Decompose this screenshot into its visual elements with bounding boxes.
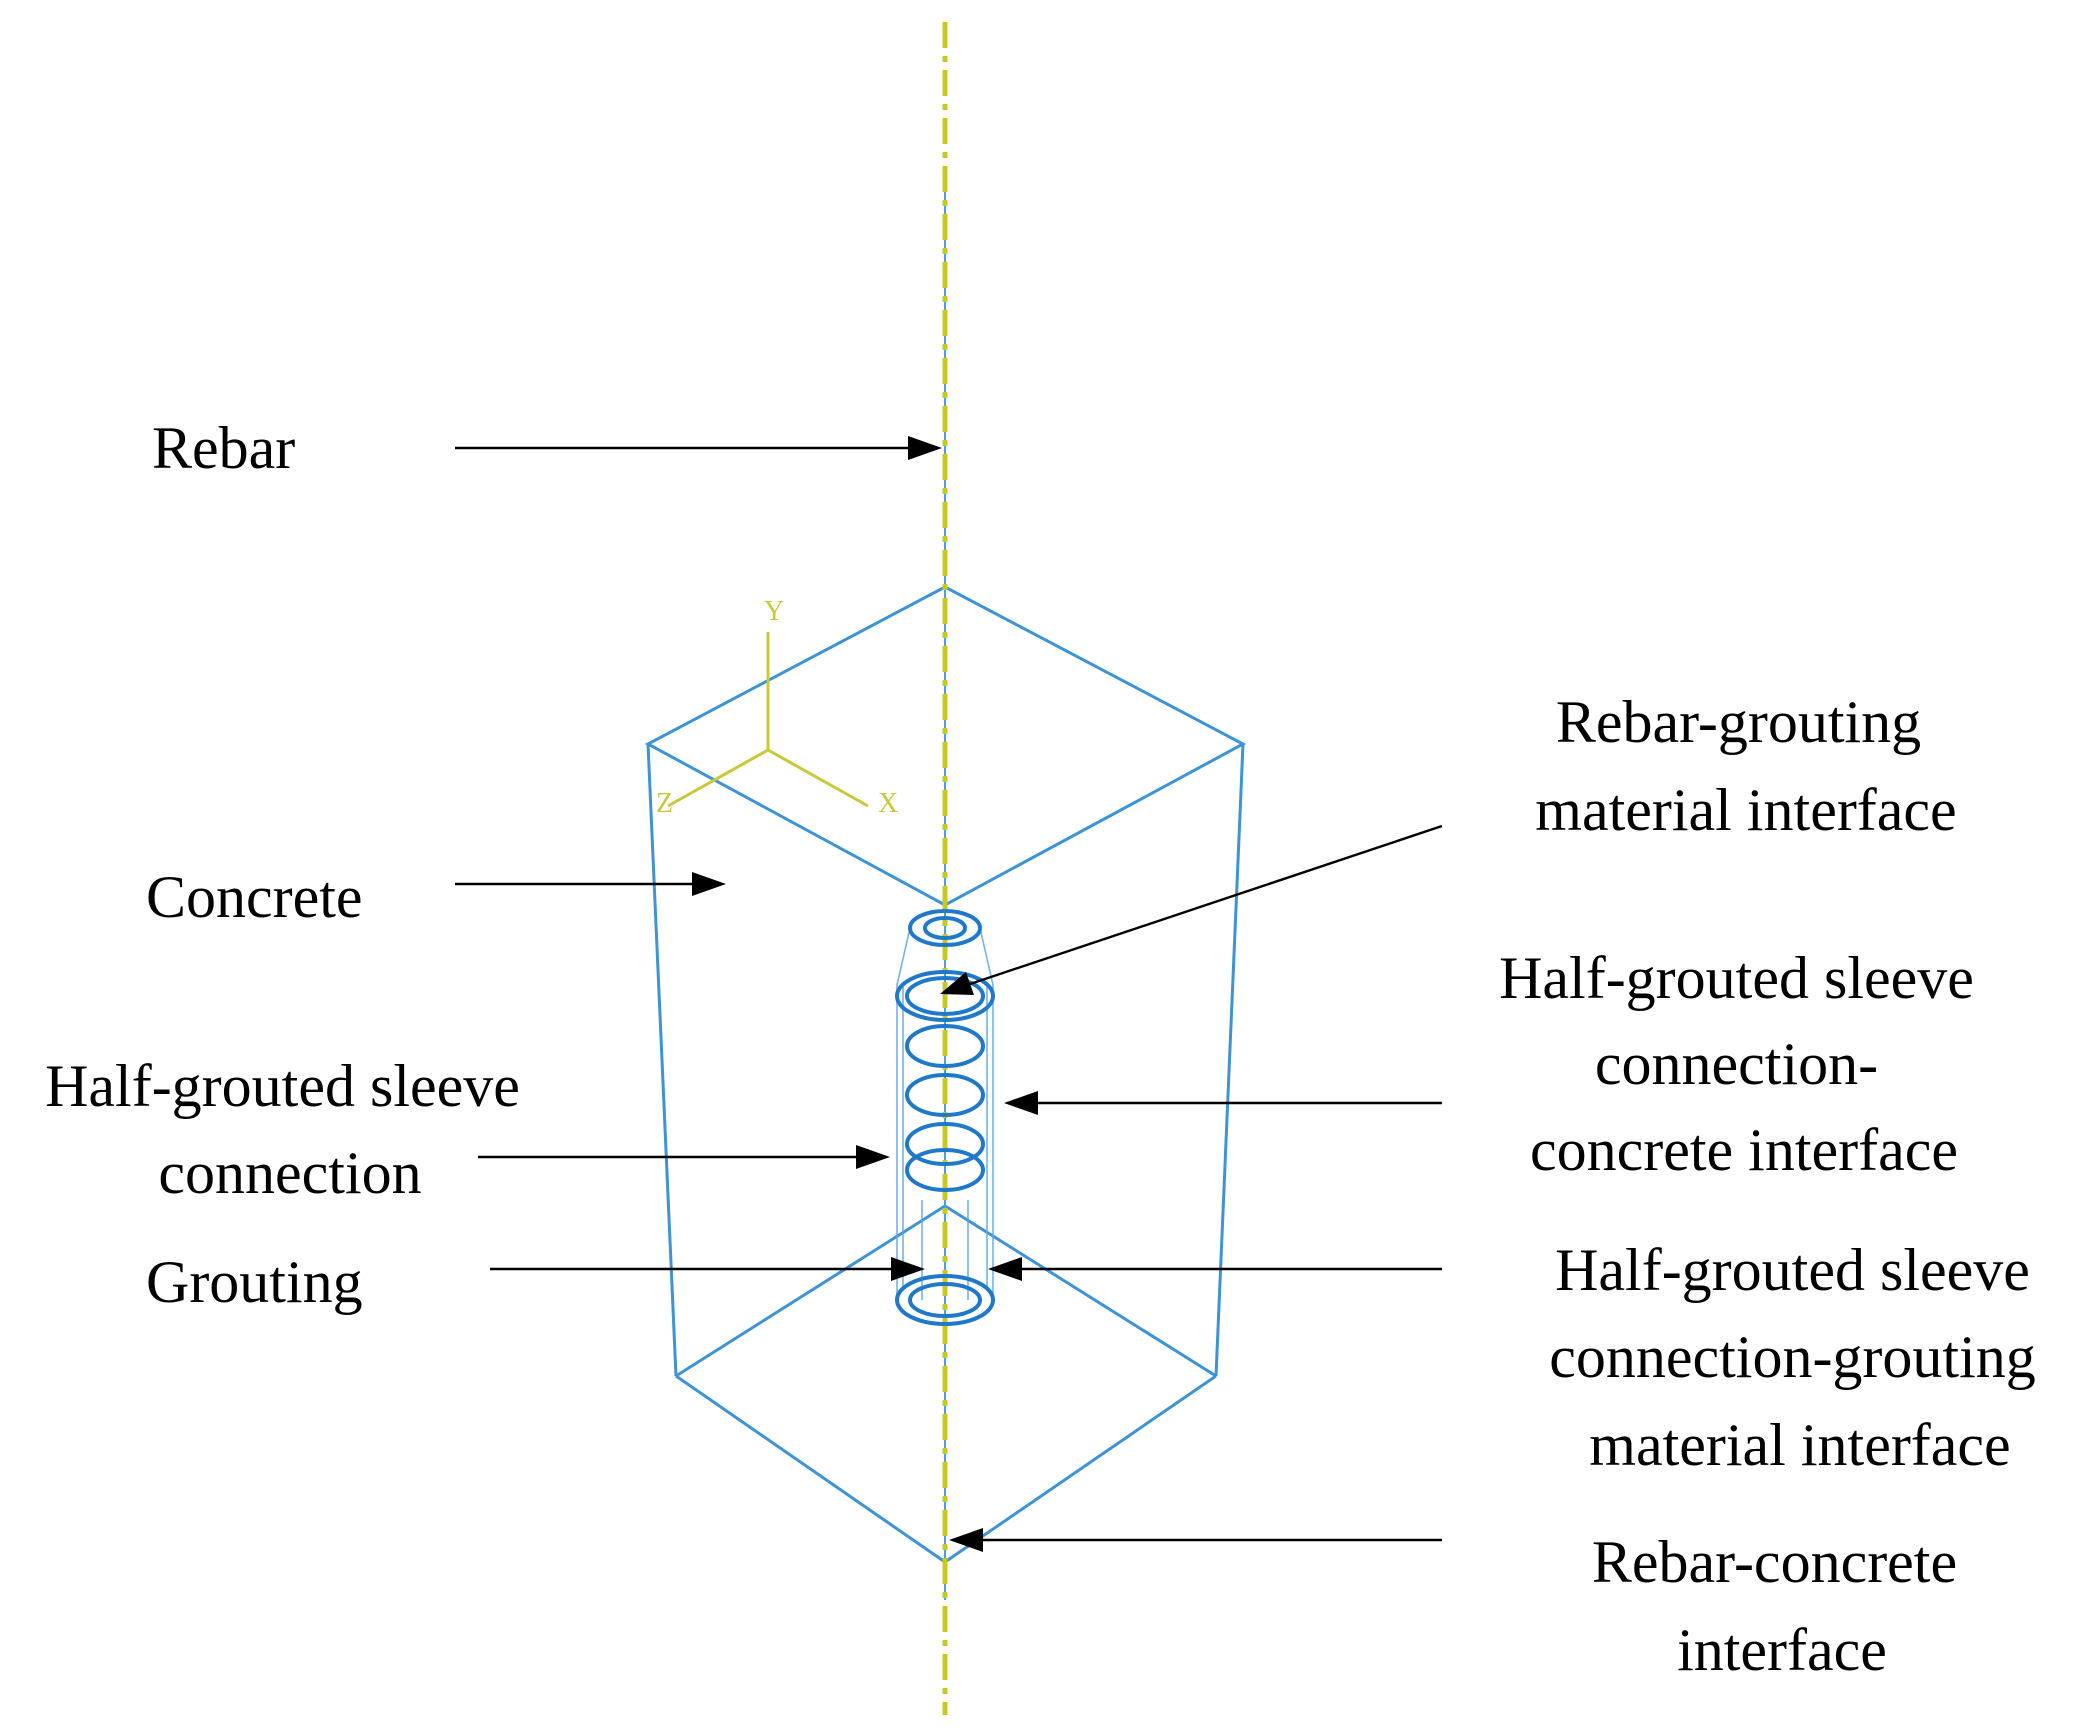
axis-x-label: X [878, 788, 898, 819]
rebar-concrete-label-line-1: Rebar-concrete [1592, 1529, 1957, 1595]
axis-triad: Y X Z [656, 596, 898, 819]
sleeve-grouting-label-line-2: connection-grouting [1549, 1324, 2036, 1390]
rebar-grouting-arrow-line [969, 824, 1443, 986]
sleeve-grouting-label-line-3: material interface [1589, 1412, 2010, 1478]
axis-z-line [667, 748, 769, 808]
rebar-label: Rebar [152, 415, 295, 481]
sleeve-label: Half-grouted sleeve connection [45, 1053, 535, 1206]
sleeve-top-outer-ring [908, 909, 982, 947]
concrete-left-edge [646, 743, 678, 1377]
sleeve-concrete-label: Half-grouted sleeve connection- concrete… [1499, 945, 1989, 1183]
sleeve-bottom-outer-ring [895, 1274, 995, 1326]
sleeve-grouting-arrowhead [988, 1257, 1022, 1281]
sleeve-grouting-label-line-1: Half-grouted sleeve [1555, 1237, 2030, 1303]
sleeve-main-top-inner-ring [905, 976, 985, 1016]
sleeve-rib [905, 1148, 985, 1192]
sleeve-grouting-label: Half-grouted sleeve connection-grouting … [1549, 1237, 2051, 1478]
rebar-concrete-label-line-2: interface [1677, 1617, 1887, 1683]
sleeve-taper-right [979, 927, 994, 986]
sleeve-concrete-label-line-3: concrete interface [1530, 1117, 1958, 1183]
sleeve-label-line-2: connection [158, 1140, 421, 1206]
sleeve-rib [905, 1122, 985, 1166]
half-grouted-sleeve [895, 909, 995, 1326]
sleeve-concrete-label-line-1: Half-grouted sleeve [1499, 945, 1974, 1011]
rebar-grouting-label: Rebar-grouting material interface [1535, 689, 1956, 843]
axis-y-label: Y [764, 596, 784, 627]
sleeve-arrowhead [856, 1145, 890, 1169]
rebar-grouting-label-line-2: material interface [1535, 777, 1956, 843]
rebar-concrete-arrowhead [949, 1528, 983, 1552]
sleeve-bottom-inner-ring [908, 1282, 982, 1318]
rebar-grouting-arrowhead [940, 972, 974, 995]
sleeve-label-line-1: Half-grouted sleeve [45, 1053, 520, 1119]
axis-z-label: Z [656, 788, 673, 819]
callout-arrows [455, 436, 1443, 1552]
sleeve-top-inner-ring [923, 916, 967, 940]
sleeve-concrete-label-line-2: connection- [1595, 1031, 1878, 1097]
rebar-grouting-label-line-1: Rebar-grouting [1556, 689, 1921, 755]
concrete-right-edge [1214, 743, 1245, 1377]
concrete-arrowhead [692, 872, 726, 896]
grouting-label: Grouting [146, 1249, 363, 1315]
concrete-label: Concrete [146, 864, 363, 930]
rebar-arrowhead [908, 436, 942, 460]
axis-x-line [767, 748, 869, 808]
sleeve-rib [905, 1024, 985, 1068]
sleeve-concrete-arrowhead [1004, 1091, 1038, 1115]
sleeve-taper-left [896, 927, 911, 986]
rebar-concrete-label: Rebar-concrete interface [1592, 1529, 1972, 1683]
sleeve-main-top-outer-ring [895, 970, 995, 1022]
sleeve-rib [905, 1073, 985, 1117]
grouting-arrowhead [891, 1257, 925, 1281]
